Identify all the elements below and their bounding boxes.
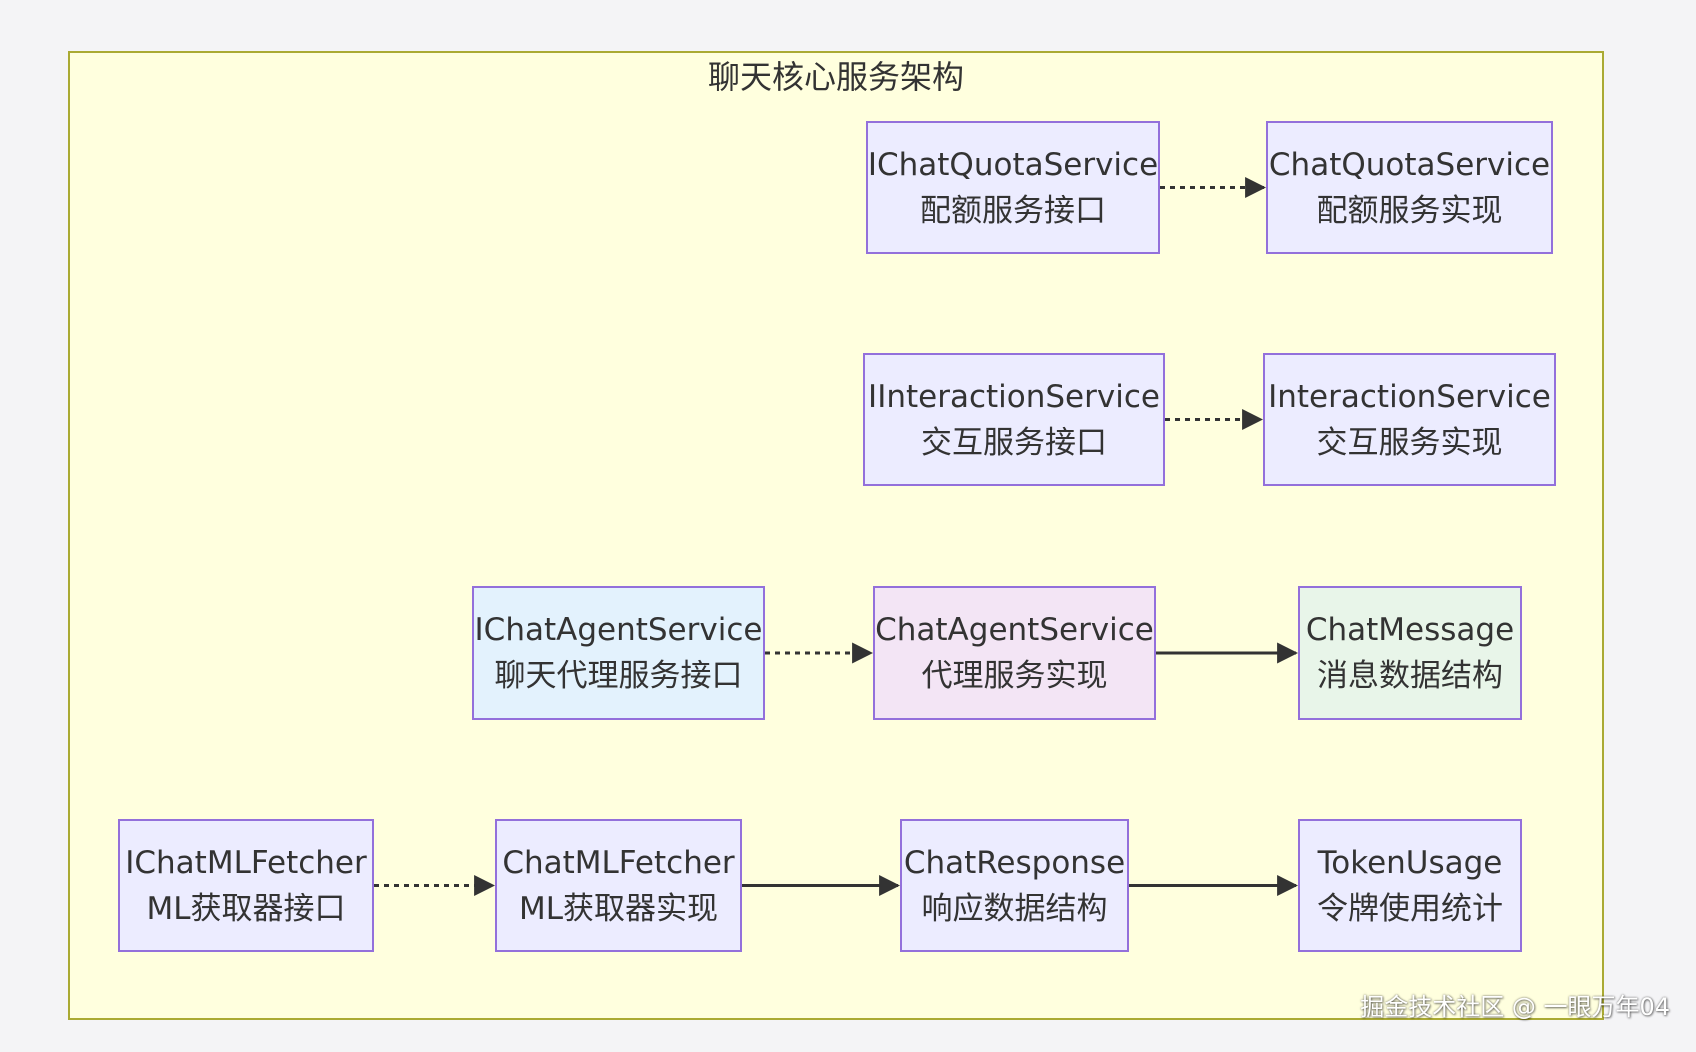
node-description: 配额服务实现 bbox=[1316, 192, 1503, 229]
node-name: ChatQuotaService bbox=[1268, 146, 1551, 183]
watermark: 掘金技术社区 @ 一眼万年04 bbox=[1360, 993, 1670, 1021]
node-description: 交互服务实现 bbox=[1316, 424, 1503, 461]
node-tokenusage: TokenUsage 令牌使用统计 bbox=[1298, 819, 1522, 952]
node-description: 消息数据结构 bbox=[1317, 658, 1503, 694]
node-description: 配额服务接口 bbox=[920, 192, 1106, 229]
node-interactionservice: InteractionService 交互服务实现 bbox=[1263, 353, 1556, 486]
node-name: IChatQuotaService bbox=[867, 146, 1159, 183]
node-name: InteractionService bbox=[1268, 378, 1551, 415]
node-ichatagentservice: IChatAgentService 聊天代理服务接口 bbox=[472, 586, 765, 720]
node-description: 聊天代理服务接口 bbox=[494, 658, 743, 694]
node-name: TokenUsage bbox=[1317, 844, 1503, 881]
node-name: ChatMLFetcher bbox=[502, 844, 735, 881]
node-name: IInteractionService bbox=[868, 378, 1160, 415]
node-name: ChatAgentService bbox=[875, 612, 1154, 648]
node-iinteractionservice: IInteractionService 交互服务接口 bbox=[863, 353, 1165, 486]
node-description: 令牌使用统计 bbox=[1317, 890, 1503, 927]
node-description: 代理服务实现 bbox=[921, 658, 1108, 694]
node-description: ML获取器实现 bbox=[518, 890, 719, 927]
node-chatmessage: ChatMessage 消息数据结构 bbox=[1298, 586, 1522, 720]
node-description: 响应数据结构 bbox=[921, 890, 1108, 927]
node-chatquotaservice: ChatQuotaService 配额服务实现 bbox=[1266, 121, 1553, 254]
node-description: 交互服务接口 bbox=[921, 424, 1107, 461]
node-name: ChatResponse bbox=[903, 844, 1126, 881]
node-name: ChatMessage bbox=[1305, 612, 1515, 648]
subgraph-title: 聊天核心服务架构 bbox=[707, 58, 964, 96]
node-name: IChatAgentService bbox=[474, 612, 763, 648]
node-chatresponse: ChatResponse 响应数据结构 bbox=[900, 819, 1129, 952]
node-description: ML获取器接口 bbox=[146, 890, 346, 927]
node-name: IChatMLFetcher bbox=[125, 844, 367, 881]
node-ichatquotaservice: IChatQuotaService 配额服务接口 bbox=[866, 121, 1160, 254]
node-chatagentservice: ChatAgentService 代理服务实现 bbox=[873, 586, 1156, 720]
